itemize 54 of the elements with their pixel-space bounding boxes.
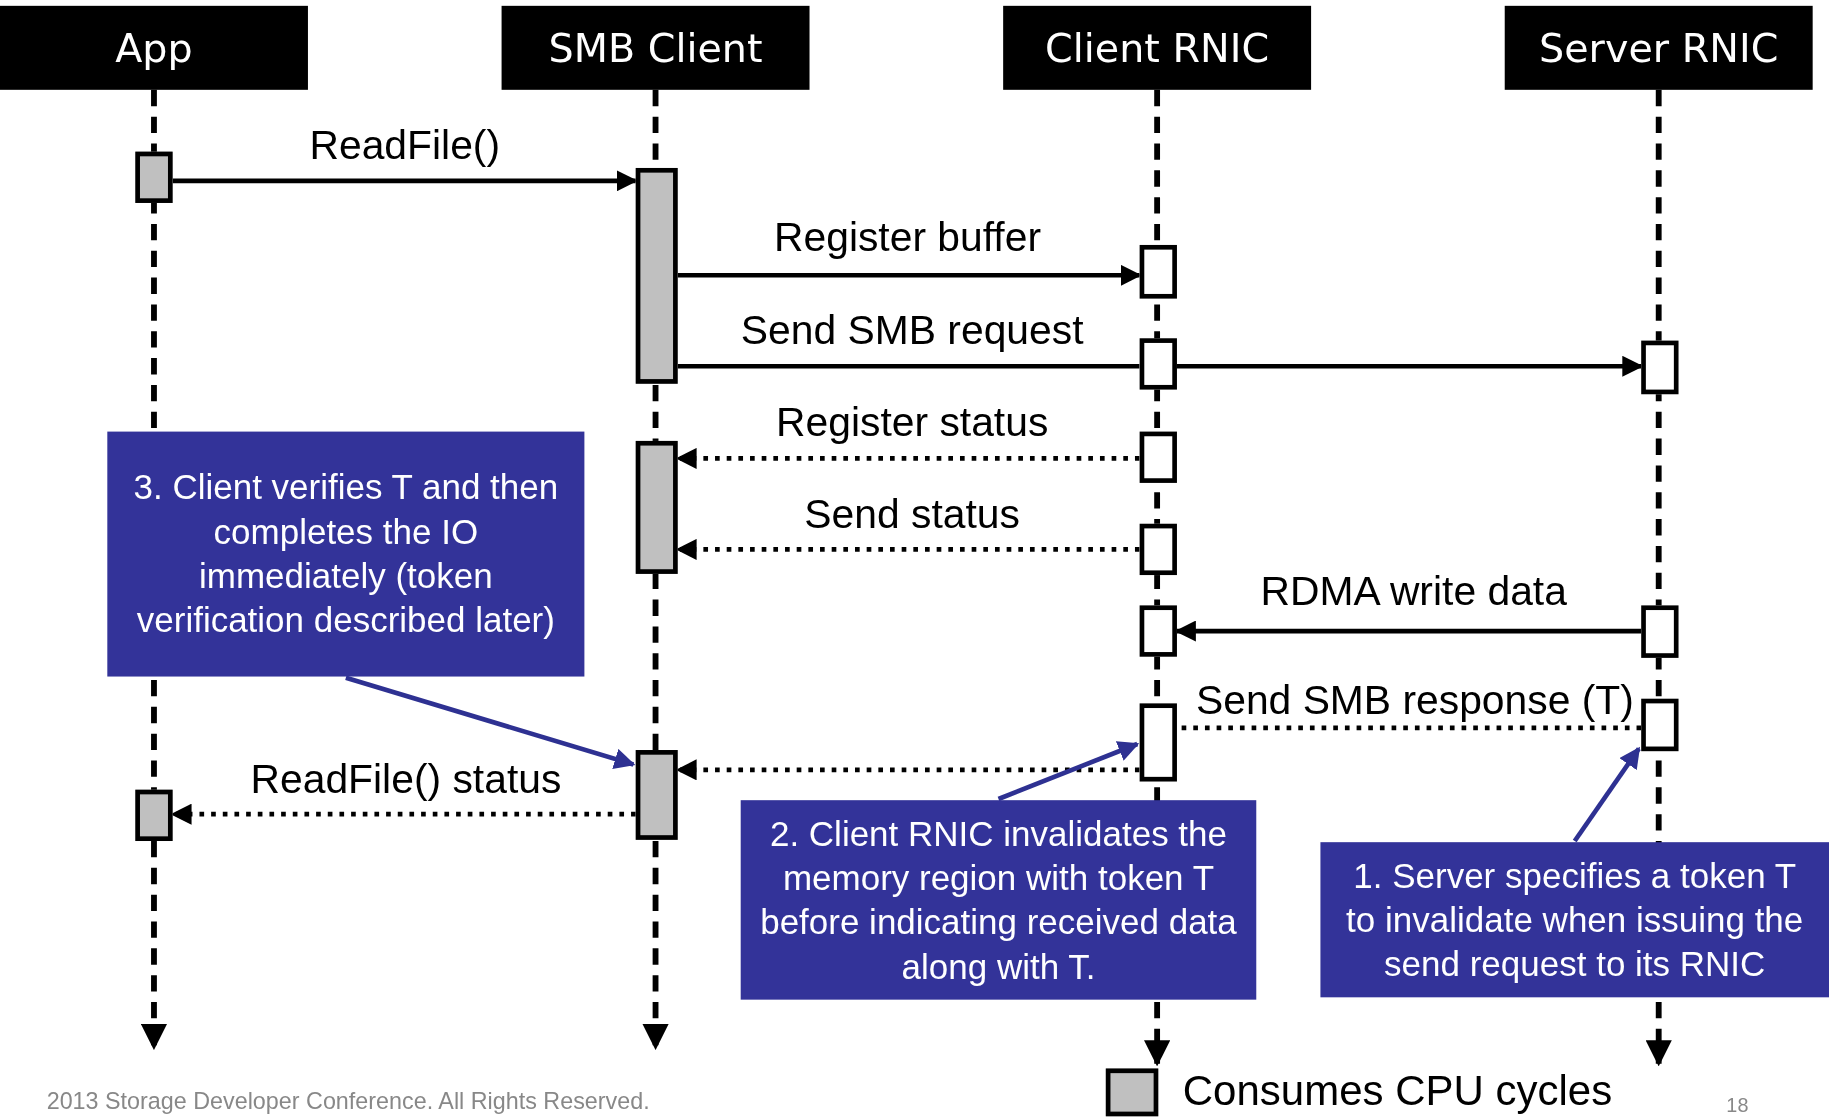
message-arrow	[677, 264, 1142, 286]
activation-bar	[135, 151, 173, 203]
leader-arrow	[1572, 746, 1641, 843]
message-arrow	[1176, 355, 1644, 377]
message-arrow	[675, 447, 1140, 469]
edge-label: ReadFile()	[309, 121, 501, 168]
participant-header	[1003, 5, 1312, 90]
note-box	[1320, 842, 1829, 998]
message-arrow	[675, 538, 1140, 560]
lifeline-arrow	[642, 89, 669, 1051]
edge-label: Send status	[804, 491, 1020, 538]
footer-text: 2013 Storage Developer Conference. All Rights Reserved.	[46, 1088, 650, 1116]
lifeline-arrow	[1645, 89, 1672, 1067]
message-arrow	[1174, 620, 1642, 642]
edge-label: RDMA write data	[1260, 568, 1567, 615]
activation-bar	[1139, 338, 1177, 390]
participant-name: SMB Client	[548, 24, 763, 72]
legend-text: Consumes CPU cycles	[1182, 1066, 1613, 1116]
edge-label: Send SMB response (T)	[1195, 676, 1634, 724]
note-text: 1. Server specifies a token T to invalidate when issuing the send request to its RNIC	[1345, 854, 1805, 985]
activation-bar	[635, 167, 678, 384]
activation-bar	[135, 789, 173, 841]
note-box	[107, 431, 585, 677]
activation-bar	[1641, 605, 1679, 658]
participant-name: App	[115, 24, 193, 72]
participant-name: Server RNIC	[1539, 24, 1779, 72]
activation-bar	[635, 750, 678, 840]
activation-bar	[1139, 703, 1177, 782]
leader-arrow	[997, 741, 1140, 802]
activation-bar	[1641, 698, 1679, 752]
activation-bar	[1139, 244, 1177, 299]
note-text: 3. Client verifies T and then completes the IO immediately (token verification described later)	[132, 466, 560, 642]
edge-label: ReadFile() status	[250, 755, 562, 803]
message-line	[677, 363, 1140, 369]
lifeline-arrow	[140, 89, 168, 1051]
message-arrow	[172, 170, 638, 192]
activation-bar	[1641, 340, 1679, 395]
note-text: 2. Client RNIC invalidates the memory region with token T before indicating received data along with T.	[759, 812, 1238, 988]
participant-header	[0, 5, 308, 90]
activation-bar	[635, 440, 678, 574]
leader-arrow	[345, 675, 636, 769]
participant-name: Client RNIC	[1045, 24, 1270, 72]
edge-label: Register status	[776, 398, 1049, 446]
message-arrow	[170, 803, 636, 825]
activation-bar	[1139, 605, 1177, 657]
edge-label: Register buffer	[774, 213, 1041, 261]
note-box	[740, 800, 1257, 1000]
edge-label: Send SMB request	[740, 306, 1084, 354]
participant-header	[501, 5, 810, 90]
activation-bar	[1139, 523, 1177, 576]
activation-bar	[1139, 431, 1177, 483]
message-arrow	[675, 759, 1140, 781]
participant-header	[1504, 5, 1813, 90]
page-number: 18	[1726, 1094, 1749, 1118]
